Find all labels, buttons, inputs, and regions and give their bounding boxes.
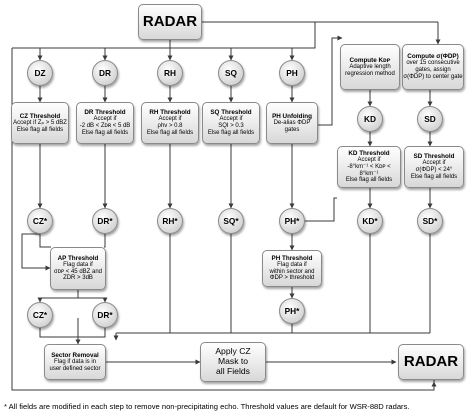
radar-bottom-box: RADAR bbox=[398, 344, 464, 380]
rh-threshold-title: RH Threshold bbox=[149, 109, 191, 117]
kd-star-node: KD* bbox=[357, 208, 383, 234]
sector-removal-box: Sector Removal Flag if data is in user d… bbox=[44, 344, 106, 380]
ph-threshold-title: PH Threshold bbox=[271, 254, 313, 262]
rh-threshold-box: RH Threshold Accept if ρhv > 0.8 Else fl… bbox=[141, 102, 199, 144]
sd-threshold-title: SD Threshold bbox=[413, 153, 455, 161]
sector-removal-title: Sector Removal bbox=[51, 351, 99, 359]
radar-top-label: RADAR bbox=[142, 12, 198, 30]
dr-threshold-line: Else flag all fields bbox=[81, 129, 129, 136]
sd-threshold-line: Accept if bbox=[422, 160, 446, 167]
sq-node: SQ bbox=[218, 60, 244, 86]
kd-threshold-title: KD Threshold bbox=[348, 150, 390, 158]
radar-top-box: RADAR bbox=[138, 4, 202, 40]
apply-cz-line: all Fields bbox=[216, 365, 250, 376]
cz-threshold-line: Accept if Zₚ > 5 dBZ bbox=[13, 119, 67, 126]
ph-unfolding-line: De-alias ΦDP gates bbox=[273, 119, 311, 133]
sector-removal-line: user defined sector bbox=[49, 365, 101, 372]
kd-threshold-line: Else flag all fields bbox=[345, 177, 393, 184]
cz-threshold-line: Else flag all fields bbox=[16, 126, 64, 133]
sd-threshold-line: Else flag all fields bbox=[410, 173, 458, 180]
kd-threshold-box: KD Threshold Accept if -8°km⁻¹ < Kᴅᴘ < 8… bbox=[337, 146, 401, 188]
cz-star-node-2: CZ* bbox=[27, 302, 53, 328]
ph-unfolding-box: PH Unfolding De-alias ΦDP gates bbox=[266, 102, 318, 144]
radar-bottom-label: RADAR bbox=[403, 352, 459, 370]
compute-sd-line: over 15 consecutive bbox=[406, 60, 460, 67]
ap-threshold-title: AP Threshold bbox=[57, 254, 99, 262]
apply-cz-line: Apply CZ bbox=[215, 346, 251, 357]
ph-threshold-line: ΦDP > threshold bbox=[269, 275, 315, 282]
cz-star-node: CZ* bbox=[27, 208, 53, 234]
dr-node: DR bbox=[92, 60, 118, 86]
sq-threshold-title: SQ Threshold bbox=[210, 109, 252, 117]
sq-threshold-line: Else flag all fields bbox=[207, 129, 255, 136]
rh-node: RH bbox=[157, 60, 183, 86]
compute-kdp-line: Adaptive length bbox=[349, 63, 391, 70]
sd-node: SD bbox=[417, 106, 443, 132]
kd-threshold-line: -8°km⁻¹ < Kᴅᴘ < 8°km⁻¹ bbox=[347, 163, 391, 177]
ap-threshold-line: Flag data if bbox=[63, 261, 93, 268]
dr-threshold-box: DR Threshold Accept if -2 dB < Zᴅʀ < 5 d… bbox=[76, 102, 134, 144]
compute-kdp-box: Compute Kᴅᴘ Adaptive length regression m… bbox=[340, 44, 400, 90]
compute-sd-line: σ(ΦDP) to center gate bbox=[403, 73, 463, 80]
ph-threshold-box: PH Threshold Flag data if within sector … bbox=[262, 250, 322, 287]
ph-threshold-line: within sector and bbox=[269, 268, 315, 275]
ap-threshold-line: σᴅᴘ < 45 dBZ and bbox=[54, 268, 102, 275]
kd-threshold-line: Accept if bbox=[357, 157, 381, 164]
ph-unfolding-title: PH Unfolding bbox=[272, 112, 312, 120]
apply-cz-line: Mask to bbox=[217, 356, 249, 367]
ph-node: PH bbox=[279, 60, 305, 86]
ph-threshold-line: Flag data if bbox=[277, 261, 307, 268]
connectors bbox=[11, 21, 441, 391]
rh-threshold-line: Else flag all fields bbox=[146, 129, 194, 136]
rh-star-node: RH* bbox=[157, 208, 183, 234]
compute-sd-box: Compute σ(ΦDP) over 15 consecutive gates… bbox=[402, 44, 464, 90]
sd-star-node: SD* bbox=[417, 208, 443, 234]
sd-threshold-box: SD Threshold Accept if σ(ΦDP) < 24° Else… bbox=[404, 146, 464, 188]
dz-node: DZ bbox=[27, 60, 53, 86]
ap-threshold-line: ZDR > 3dB bbox=[63, 275, 93, 282]
ph-star-node-2: PH* bbox=[279, 298, 305, 324]
dr-threshold-line: -2 dB < Zᴅʀ < 5 dB bbox=[79, 123, 131, 130]
rh-threshold-line: Accept if bbox=[158, 116, 182, 123]
sq-star-node: SQ* bbox=[218, 208, 244, 234]
sector-removal-line: Flag if data is in bbox=[53, 358, 97, 365]
dr-star-node: DR* bbox=[92, 208, 118, 234]
sq-threshold-line: SQI > 0.3 bbox=[218, 123, 244, 130]
dr-star-node-2: DR* bbox=[92, 302, 118, 328]
rh-threshold-line: ρhv > 0.8 bbox=[157, 123, 183, 130]
sq-threshold-box: SQ Threshold Accept if SQI > 0.3 Else fl… bbox=[202, 102, 260, 144]
compute-sd-line: gates, assign bbox=[415, 67, 451, 74]
cz-threshold-box: CZ Threshold Accept if Zₚ > 5 dBZ Else f… bbox=[11, 102, 69, 144]
dr-threshold-title: DR Threshold bbox=[84, 109, 126, 117]
compute-sd-title: Compute σ(ΦDP) bbox=[407, 53, 459, 61]
cz-threshold-title: CZ Threshold bbox=[19, 112, 61, 120]
ap-threshold-box: AP Threshold Flag data if σᴅᴘ < 45 dBZ a… bbox=[50, 247, 106, 290]
sd-threshold-line: σ(ΦDP) < 24° bbox=[415, 167, 453, 174]
apply-cz-mask-box: Apply CZ Mask to all Fields bbox=[200, 342, 266, 382]
compute-kdp-title: Compute Kᴅᴘ bbox=[349, 56, 391, 64]
compute-kdp-line: regression method bbox=[345, 70, 395, 77]
footnote: * All fields are modified in each step t… bbox=[4, 402, 410, 411]
sq-threshold-line: Accept if bbox=[219, 116, 243, 123]
ph-star-node: PH* bbox=[279, 208, 305, 234]
dr-threshold-line: Accept if bbox=[93, 116, 117, 123]
kd-node: KD bbox=[357, 106, 383, 132]
